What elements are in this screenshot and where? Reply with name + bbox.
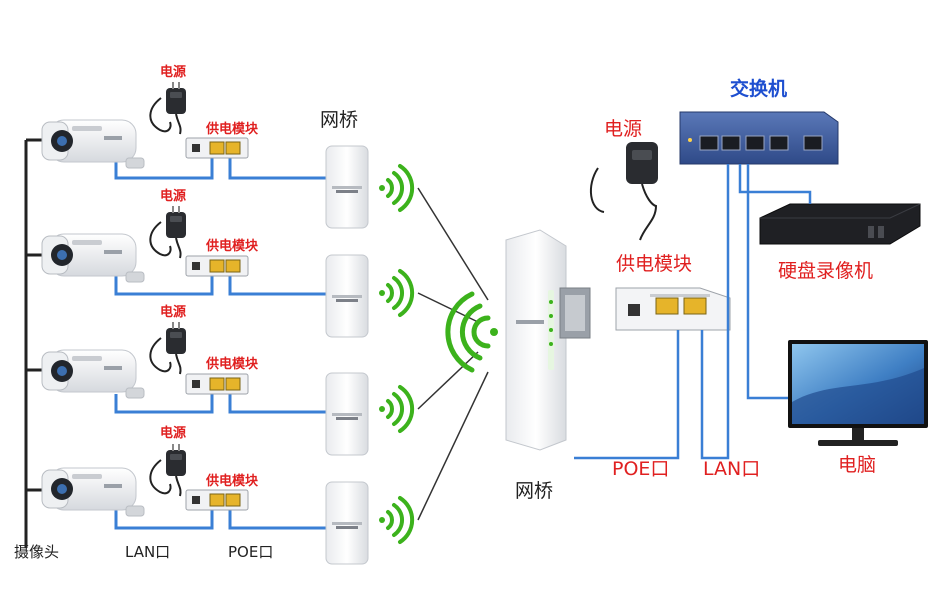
power-label-3: 电源 <box>160 305 187 320</box>
nvr-recorder-icon <box>759 203 921 245</box>
wireless-bridge-icon-2 <box>325 254 369 338</box>
wireless-bridge-icon-4 <box>325 481 369 565</box>
camera-icon-2 <box>41 233 145 283</box>
wifi-signal-icon-3 <box>377 385 415 433</box>
camera-bus-taps <box>26 138 46 492</box>
computer-label: 电脑 <box>838 454 877 476</box>
poe-injector-icon-2 <box>185 255 249 277</box>
power-label-2: 电源 <box>160 189 187 204</box>
lan-port-label-main: LAN口 <box>703 458 761 480</box>
power-label-4: 电源 <box>160 426 187 441</box>
nvr-label: 硬盘录像机 <box>778 260 874 282</box>
poe-module-label-2: 供电模块 <box>206 239 259 254</box>
power-label-main: 电源 <box>604 118 643 140</box>
wireless-links <box>417 187 489 521</box>
poe-module-label-main: 供电模块 <box>616 253 693 275</box>
wifi-signal-icon-4 <box>377 496 415 544</box>
poe-module-label-4: 供电模块 <box>206 474 259 489</box>
camera-icon-4 <box>41 467 145 517</box>
power-adapter-icon-1 <box>149 81 187 135</box>
power-adapter-icon-4 <box>149 443 187 497</box>
wifi-signal-icon-2 <box>377 269 415 317</box>
power-label-1: 电源 <box>160 65 187 80</box>
wifi-signal-icon-1 <box>377 164 415 212</box>
power-adapter-icon-2 <box>149 205 187 259</box>
bridge-label-main: 网桥 <box>515 480 554 502</box>
poe-port-label-bottom: POE口 <box>228 543 274 561</box>
poe-injector-icon-3 <box>185 373 249 395</box>
power-adapter-icon-main <box>589 142 658 241</box>
camera-icon-3 <box>41 349 145 399</box>
camera-cables <box>114 150 326 530</box>
camera-icon-1 <box>41 119 145 169</box>
camera-label: 摄像头 <box>14 543 60 561</box>
poe-injector-icon-4 <box>185 489 249 511</box>
wifi-signal-icon-main <box>445 291 498 373</box>
network-switch-icon <box>679 111 839 165</box>
poe-injector-icon-1 <box>185 137 249 159</box>
monitor-icon <box>788 340 928 446</box>
bridge-label-top: 网桥 <box>320 109 359 131</box>
poe-port-label-main: POE口 <box>612 458 670 480</box>
wireless-bridge-icon-main <box>505 229 591 451</box>
switch-label: 交换机 <box>730 78 788 100</box>
power-adapter-icon-3 <box>149 321 187 375</box>
poe-module-label-3: 供电模块 <box>206 357 259 372</box>
right-side-cables <box>574 164 812 460</box>
lan-port-label-bottom: LAN口 <box>125 543 171 561</box>
poe-module-label-1: 供电模块 <box>206 122 259 137</box>
wireless-bridge-icon-1 <box>325 145 369 229</box>
wireless-bridge-icon-3 <box>325 372 369 456</box>
poe-injector-icon-main <box>615 287 731 331</box>
